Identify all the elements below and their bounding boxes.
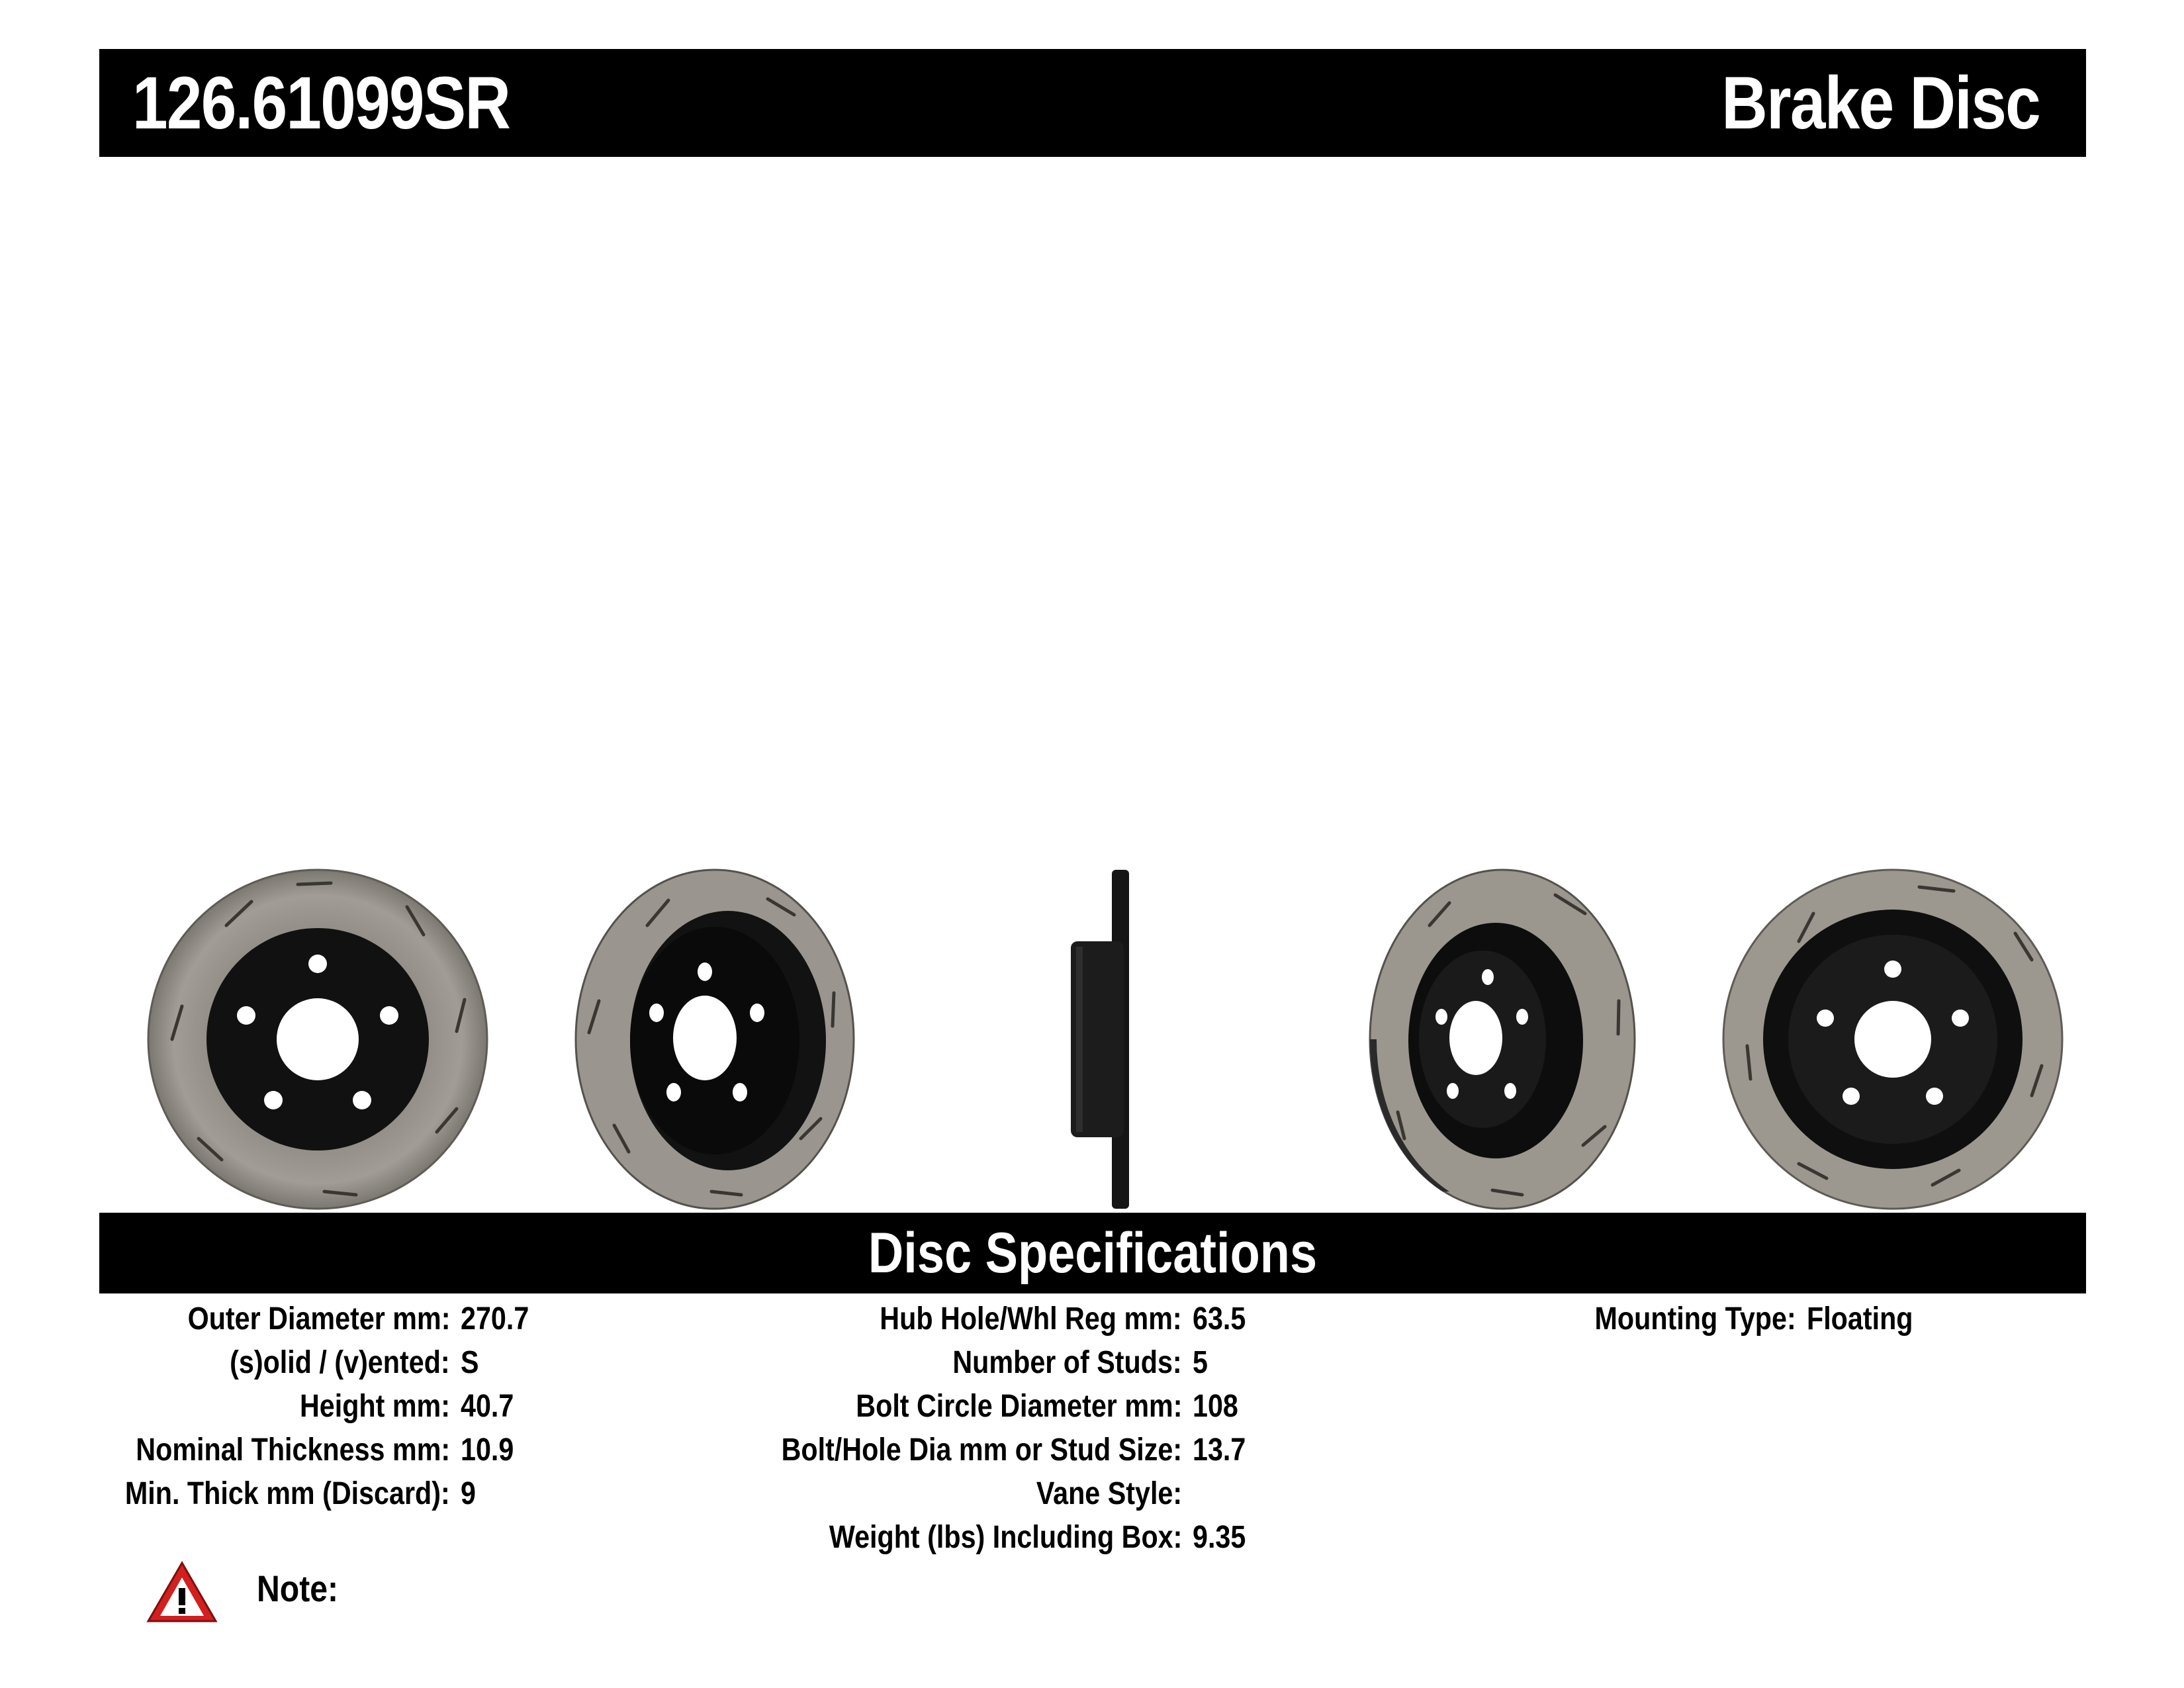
spec-value: 10.9 [461, 1432, 514, 1468]
note: Note: [146, 1559, 675, 1632]
spec-value: 9 [461, 1476, 476, 1511]
spec-label: Hub Hole/Whl Reg mm: [880, 1301, 1182, 1336]
spec-value: Floating [1807, 1301, 1913, 1336]
part-number: 126.61099SR [132, 62, 511, 144]
spec-row: Nominal Thickness mm: 10.9 [0, 1429, 514, 1472]
spec-row: Vane Style: [0, 1472, 1182, 1516]
spec-section-title: Disc Specifications [868, 1221, 1318, 1285]
spec-value: 108 [1193, 1389, 1238, 1424]
disc-front-view [147, 868, 488, 1210]
disc-angled-view-left [574, 868, 855, 1210]
spec-value: 270.7 [461, 1301, 529, 1336]
spec-label: Weight (lbs) Including Box: [829, 1520, 1182, 1555]
note-label: Note: [257, 1568, 339, 1609]
warning-icon [146, 1561, 218, 1622]
product-type: Brake Disc [1721, 62, 2040, 144]
spec-label: Number of Studs: [952, 1345, 1182, 1380]
spec-value: 5 [1193, 1345, 1208, 1380]
spec-section-bar: Disc Specifications [99, 1213, 2086, 1293]
spec-label: Bolt Circle Diameter mm: [855, 1389, 1182, 1424]
disc-rear-view [1722, 868, 2064, 1210]
spec-label: Min. Thick mm (Discard): [125, 1476, 450, 1511]
spec-value: 9.35 [1193, 1520, 1246, 1555]
disc-side-view [1071, 870, 1129, 1209]
disc-views [0, 861, 2184, 1218]
disc-angled-view-right [1369, 868, 1636, 1210]
spec-row: Hub Hole/Whl Reg mm: 63.5 [0, 1297, 1246, 1341]
spec-value: S [461, 1345, 479, 1380]
spec-row: Bolt/Hole Dia mm or Stud Size: 13.7 [0, 1429, 1246, 1472]
spec-row: Outer Diameter mm: 270.7 [0, 1297, 529, 1341]
spec-value: 13.7 [1193, 1432, 1246, 1468]
spec-row: Height mm: 40.7 [0, 1385, 514, 1429]
spec-value: 63.5 [1193, 1301, 1246, 1336]
header-bar: 126.61099SR Brake Disc [99, 49, 2086, 157]
spec-label: Outer Diameter mm: [187, 1301, 450, 1336]
spec-row: Min. Thick mm (Discard): 9 [0, 1472, 476, 1516]
spec-row: Mounting Type: Floating [0, 1297, 1913, 1341]
spec-row: Bolt Circle Diameter mm: 108 [0, 1385, 1238, 1429]
spec-row: Number of Studs: 5 [0, 1341, 1208, 1385]
spec-row: Weight (lbs) Including Box: 9.35 [0, 1516, 1246, 1560]
spec-label: Bolt/Hole Dia mm or Stud Size: [781, 1432, 1182, 1468]
spec-label: (s)olid / (v)ented: [230, 1345, 450, 1380]
spec-value: 40.7 [461, 1389, 514, 1424]
spec-label: Vane Style: [1036, 1476, 1182, 1511]
spec-label: Nominal Thickness mm: [136, 1432, 450, 1468]
spec-row: (s)olid / (v)ented: S [0, 1341, 478, 1385]
spec-label: Height mm: [299, 1389, 450, 1424]
spec-label: Mounting Type: [1594, 1301, 1796, 1336]
